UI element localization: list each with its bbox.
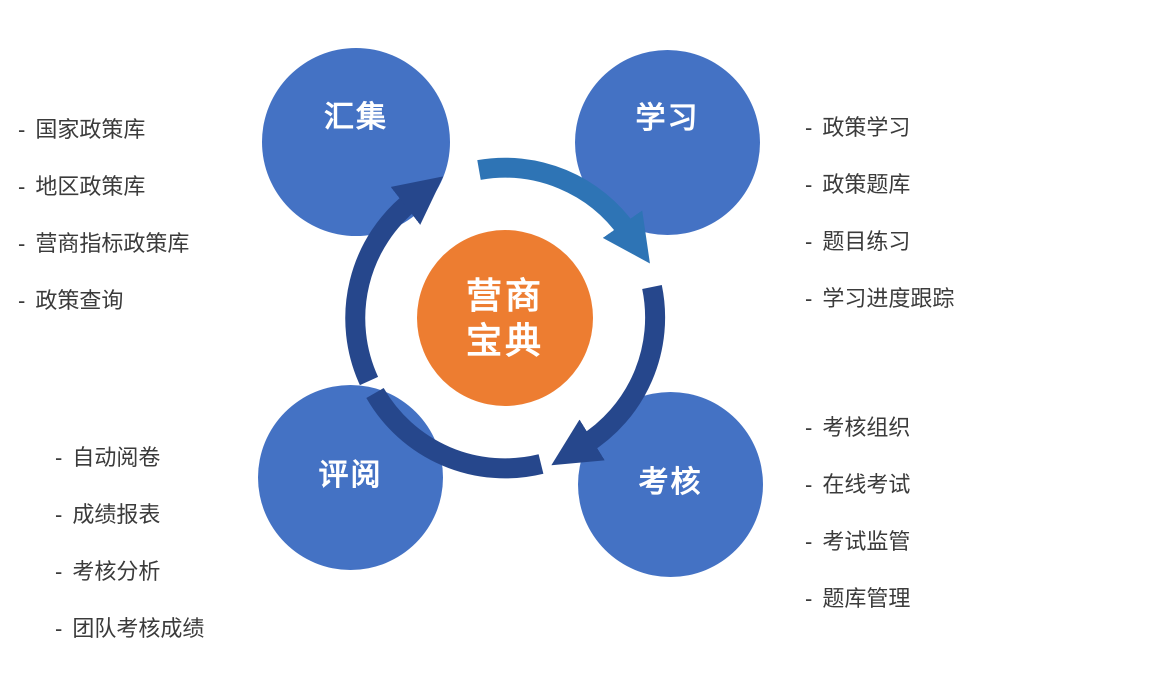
bullet-dash: - — [18, 288, 26, 313]
assess-feature-list: - 考核组织 - 在线考试 - 考试监管 - 题库管理 — [805, 416, 910, 644]
node-review-label: 评阅 — [318, 458, 383, 492]
bullet-dash: - — [805, 286, 813, 311]
list-item: - 自动阅卷 — [55, 446, 204, 470]
list-item: - 在线考试 — [805, 473, 910, 497]
list-item-label: 成绩报表 — [72, 502, 161, 527]
node-assess-label: 考核 — [638, 465, 703, 499]
bullet-dash: - — [805, 586, 813, 611]
list-item: - 国家政策库 — [18, 118, 189, 142]
list-item-label: 政策学习 — [822, 115, 911, 140]
list-item: - 成绩报表 — [55, 503, 204, 527]
center-label-line1: 营商 — [465, 275, 544, 316]
list-item-label: 学习进度跟踪 — [822, 286, 955, 311]
list-item: - 考核组织 — [805, 416, 910, 440]
list-item: - 题库管理 — [805, 587, 910, 611]
node-assess: 考核 — [578, 392, 763, 577]
learn-feature-list: - 政策学习 - 政策题库 - 题目练习 - 学习进度跟踪 — [805, 116, 954, 344]
list-item-label: 政策查询 — [35, 288, 124, 313]
list-item-label: 考核组织 — [822, 415, 911, 440]
center-label-line2: 宝典 — [465, 320, 544, 361]
list-item: - 政策学习 — [805, 116, 954, 140]
collect-feature-list: - 国家政策库 - 地区政策库 - 营商指标政策库 - 政策查询 — [18, 118, 189, 346]
list-item-label: 题库管理 — [822, 586, 911, 611]
list-item: - 题目练习 — [805, 230, 954, 254]
node-learn: 学习 — [575, 50, 760, 235]
list-item: - 团队考核成绩 — [55, 617, 204, 641]
bullet-dash: - — [805, 415, 813, 440]
bullet-dash: - — [805, 172, 813, 197]
bullet-dash: - — [18, 117, 26, 142]
list-item-label: 营商指标政策库 — [35, 231, 190, 256]
list-item-label: 地区政策库 — [35, 174, 146, 199]
review-feature-list: - 自动阅卷 - 成绩报表 - 考核分析 - 团队考核成绩 — [55, 446, 204, 674]
bullet-dash: - — [18, 174, 26, 199]
bullet-dash: - — [805, 115, 813, 140]
list-item: - 学习进度跟踪 — [805, 287, 954, 311]
bullet-dash: - — [805, 529, 813, 554]
list-item: - 政策查询 — [18, 289, 189, 313]
bullet-dash: - — [55, 502, 63, 527]
list-item: - 地区政策库 — [18, 175, 189, 199]
node-review: 评阅 — [258, 385, 443, 570]
bullet-dash: - — [805, 472, 813, 497]
list-item-label: 考试监管 — [822, 529, 911, 554]
node-collect: 汇集 — [262, 48, 450, 236]
bullet-dash: - — [55, 559, 63, 584]
bullet-dash: - — [805, 229, 813, 254]
list-item-label: 考核分析 — [72, 559, 161, 584]
list-item-label: 题目练习 — [822, 229, 911, 254]
bullet-dash: - — [18, 231, 26, 256]
list-item: - 考试监管 — [805, 530, 910, 554]
list-item-label: 团队考核成绩 — [72, 616, 205, 641]
list-item-label: 政策题库 — [822, 172, 911, 197]
node-collect-label: 汇集 — [324, 101, 388, 134]
list-item-label: 国家政策库 — [35, 117, 146, 142]
center-node: 营商 宝典 — [417, 230, 593, 406]
list-item: - 营商指标政策库 — [18, 232, 189, 256]
list-item-label: 在线考试 — [822, 472, 911, 497]
list-item-label: 自动阅卷 — [72, 445, 161, 470]
bullet-dash: - — [55, 445, 63, 470]
list-item: - 政策题库 — [805, 173, 954, 197]
node-learn-label: 学习 — [635, 101, 700, 135]
bullet-dash: - — [55, 616, 63, 641]
list-item: - 考核分析 — [55, 560, 204, 584]
